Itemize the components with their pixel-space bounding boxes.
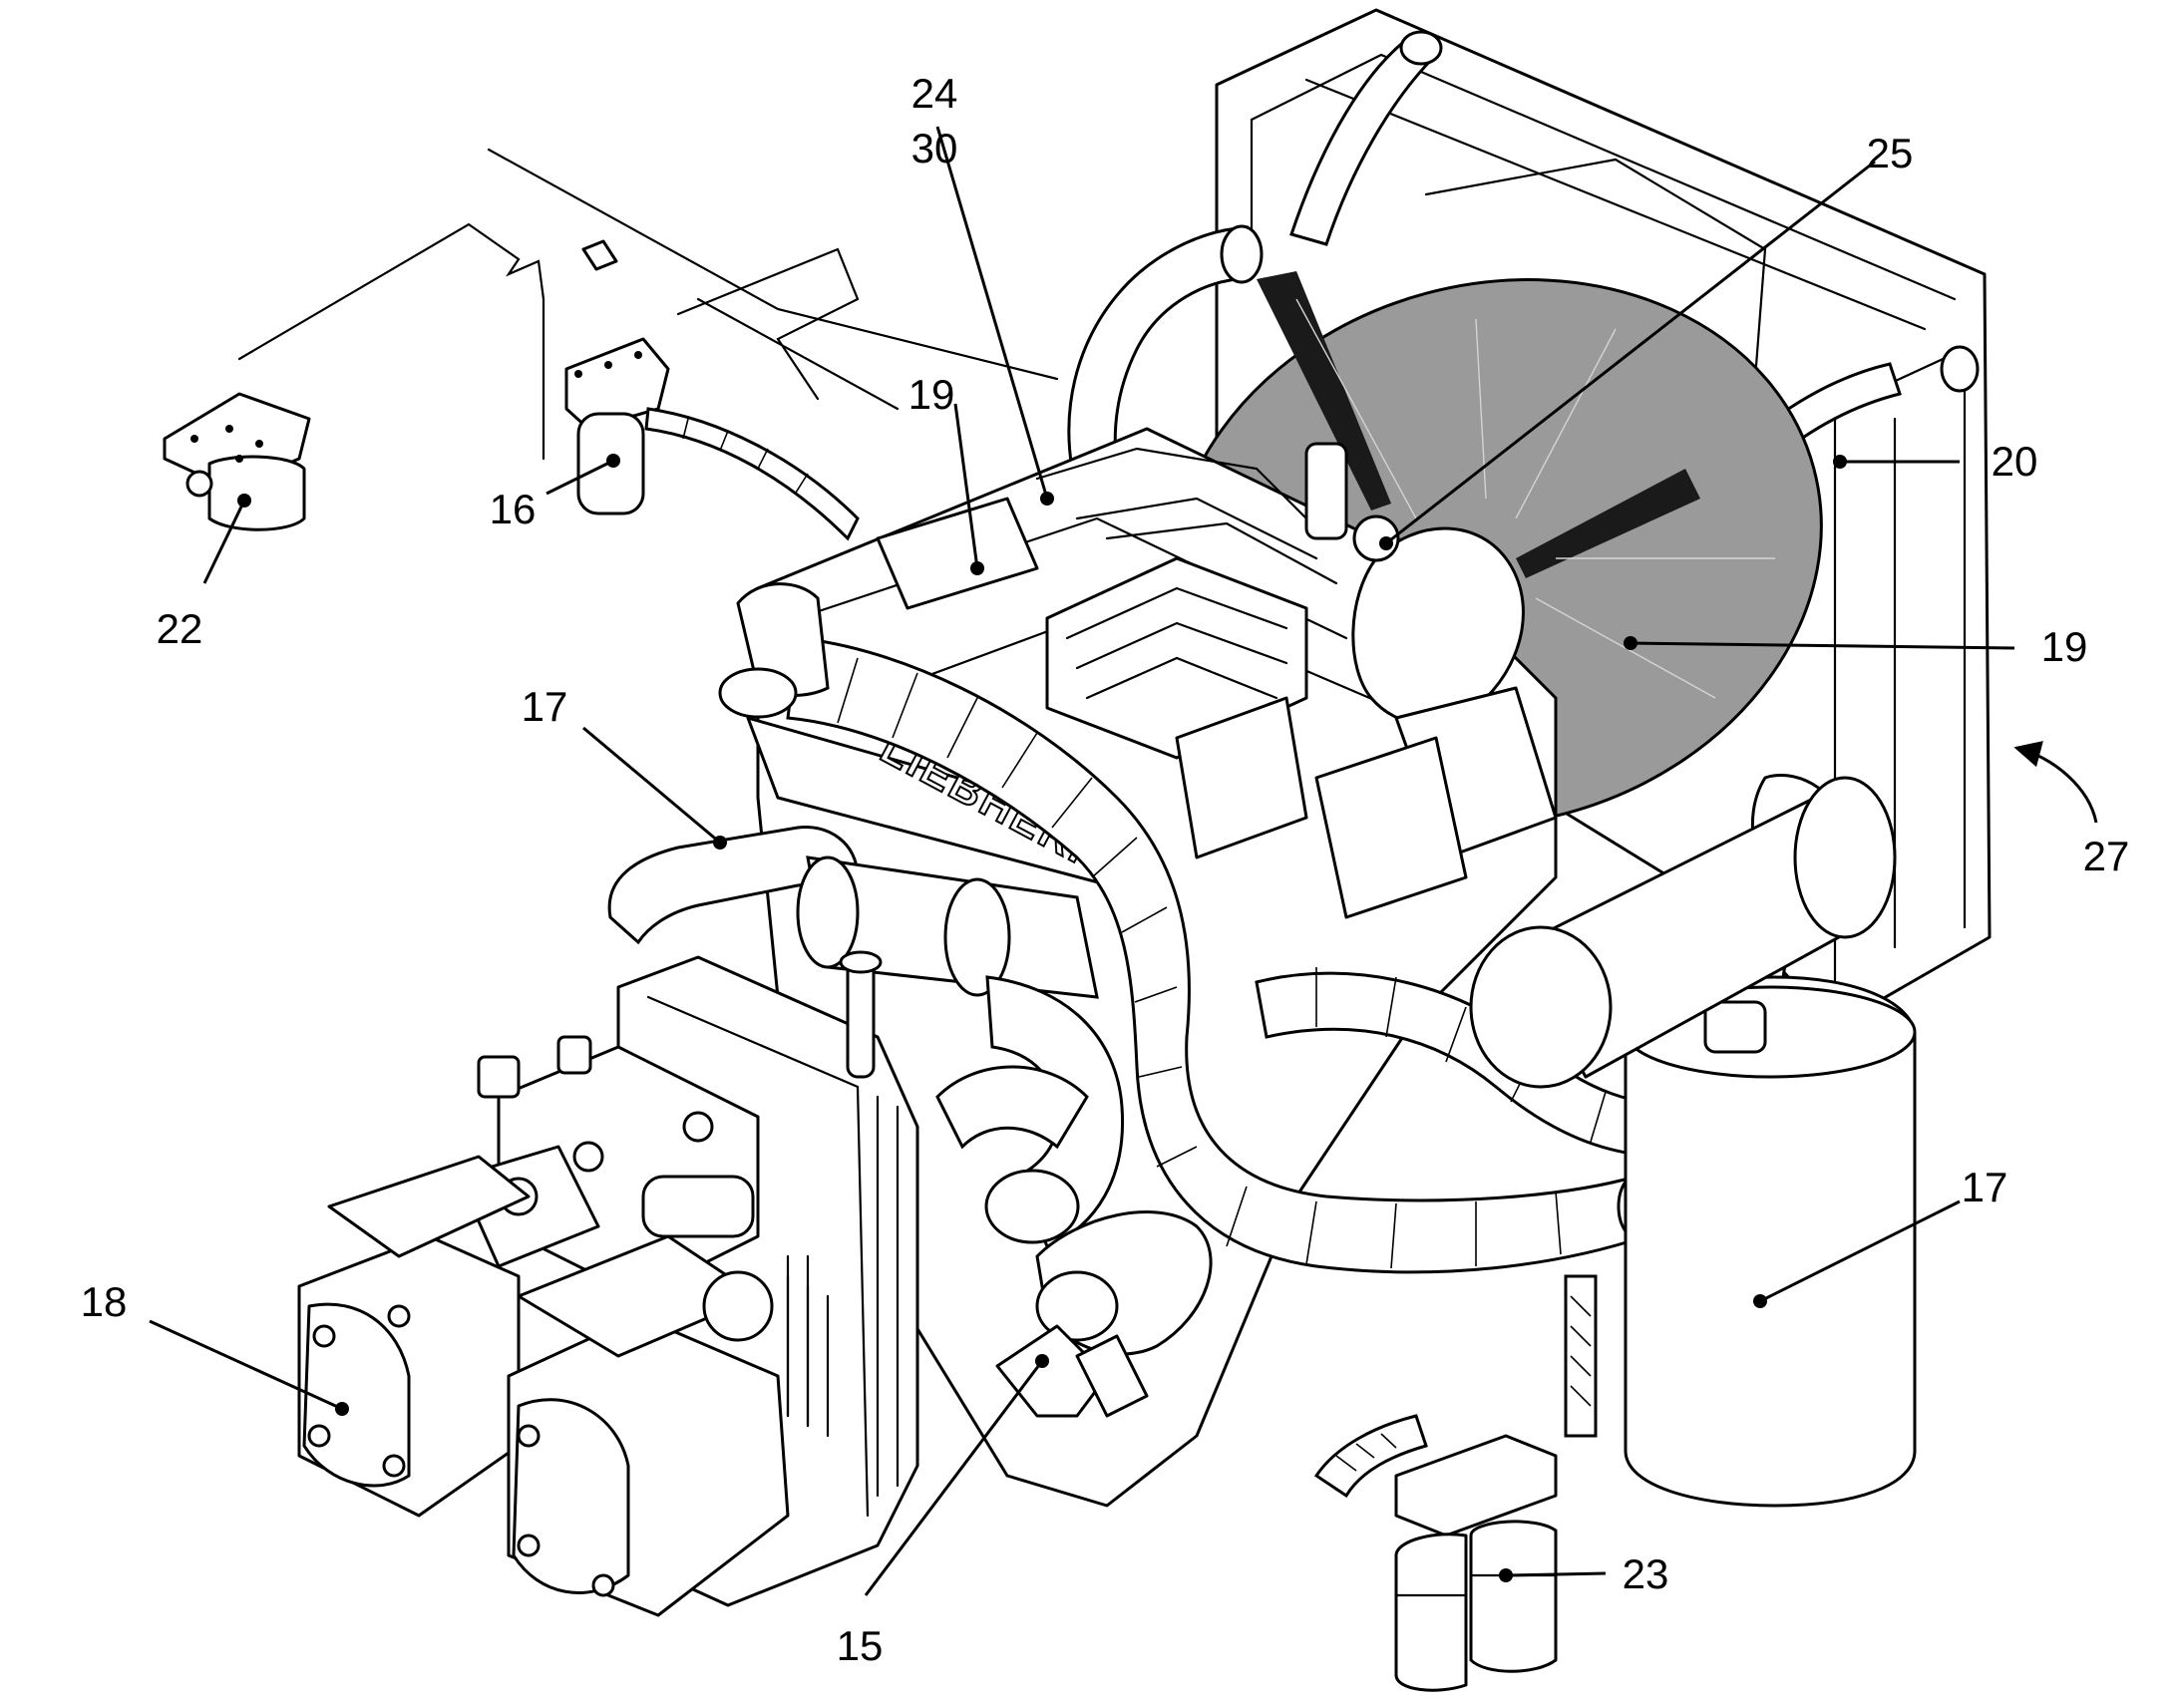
water-separator-22 — [163, 392, 311, 531]
callout-17-lower: 17 — [1962, 1164, 2008, 1210]
leader-25 — [1385, 160, 1876, 545]
callout-19: 19 — [2041, 623, 2088, 670]
air-filter-housing — [1469, 776, 1897, 1089]
leader-17a — [582, 726, 721, 845]
leader-15 — [864, 1360, 1044, 1596]
leader-20 — [953, 403, 979, 569]
callout-25: 25 — [1867, 130, 1914, 176]
leader-dots — [237, 454, 1847, 1582]
fuel-filters-23 — [1313, 1274, 1598, 1692]
exhaust-pipe-upper — [607, 582, 860, 945]
leader-18 — [149, 1319, 343, 1411]
leader-16 — [545, 459, 614, 496]
callout-20: 19 — [908, 371, 955, 418]
callout-22: 22 — [157, 605, 203, 652]
pipe-15 — [995, 1210, 1213, 1418]
callout-17-upper: 17 — [522, 683, 568, 730]
callout-18: 18 — [81, 1278, 128, 1325]
callout-23: 23 — [1623, 1550, 1669, 1597]
callout-labels: 24 30 25 19 20 16 22 19 17 27 17 18 23 1… — [81, 70, 2130, 1669]
callout-16: 16 — [490, 486, 537, 532]
leader-17b — [1759, 1199, 1961, 1303]
hydraulic-pump-front — [297, 1155, 531, 1518]
leader-22 — [202, 500, 246, 584]
leader-23 — [1505, 1571, 1607, 1577]
hydraulic-pump-rear — [507, 1234, 810, 1617]
chassis-frame — [237, 148, 1059, 461]
intake-elbow — [1067, 224, 1264, 471]
callout-30: 30 — [911, 125, 958, 171]
leader-lines — [149, 126, 2015, 1596]
callout-24: 24 — [911, 70, 958, 117]
leader-19 — [1630, 641, 2015, 650]
callout-15: 15 — [837, 1622, 884, 1669]
callout-27: 27 — [2083, 833, 2130, 879]
fuel-filter-16 — [564, 337, 860, 541]
callout-21: 20 — [1992, 438, 2038, 485]
arrow-27 — [2013, 741, 2098, 824]
leader-24-30 — [935, 126, 1049, 500]
